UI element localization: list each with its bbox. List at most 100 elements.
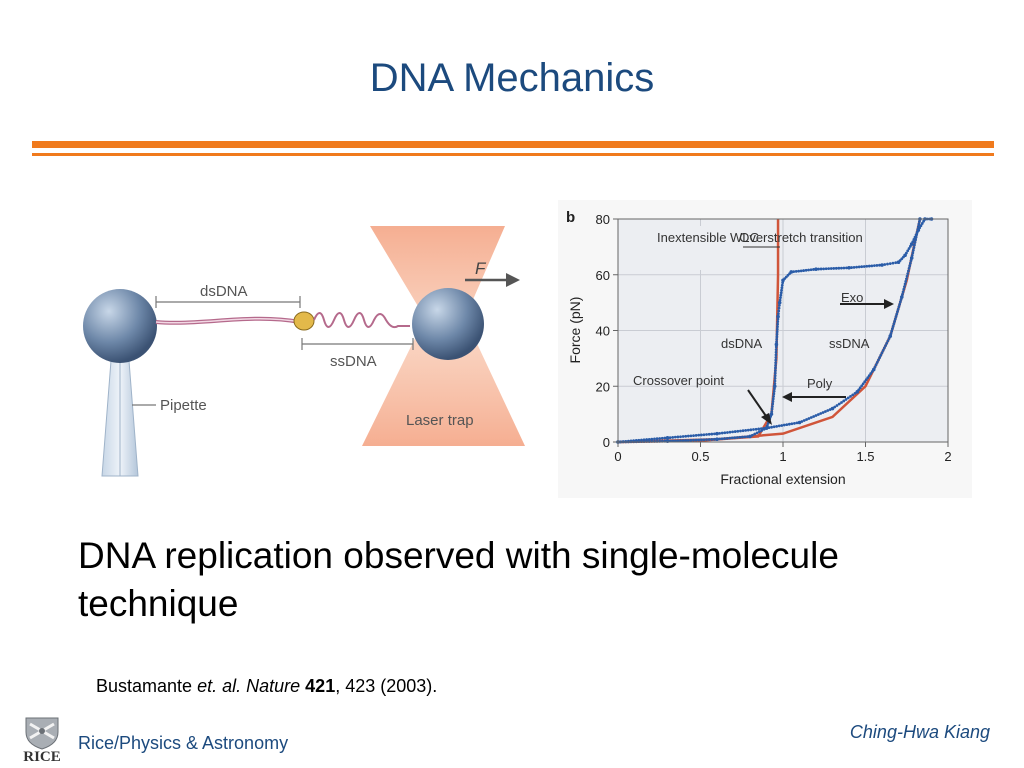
data-point xyxy=(777,424,781,428)
data-point xyxy=(776,325,779,329)
data-point xyxy=(875,360,879,364)
data-point xyxy=(903,282,907,286)
data-point xyxy=(728,436,732,440)
data-point xyxy=(730,436,734,440)
data-point xyxy=(746,435,749,439)
data-point xyxy=(802,269,806,272)
data-point xyxy=(890,329,894,333)
data-point xyxy=(907,269,910,273)
data-point xyxy=(776,322,779,326)
x-axis-label: Fractional extension xyxy=(720,471,845,487)
data-point xyxy=(676,439,680,443)
data-point xyxy=(645,438,649,441)
data-point xyxy=(829,267,833,270)
data-point xyxy=(865,264,869,268)
data-point xyxy=(744,429,748,432)
polymerase xyxy=(293,311,315,331)
data-point xyxy=(832,267,836,270)
data-point xyxy=(916,228,920,231)
data-point xyxy=(736,429,740,433)
data-point xyxy=(915,230,919,234)
data-point xyxy=(694,438,698,442)
data-point xyxy=(839,266,843,270)
citation-journal: Nature xyxy=(246,676,301,696)
data-point xyxy=(777,304,781,307)
data-point xyxy=(710,432,714,436)
rice-logo-text: RICE xyxy=(23,749,61,765)
data-point xyxy=(852,265,856,269)
data-point xyxy=(773,382,777,386)
data-point xyxy=(901,293,904,296)
data-point xyxy=(762,426,766,430)
data-point xyxy=(776,317,780,321)
annotation-exo: Exo xyxy=(841,290,863,305)
data-point xyxy=(686,438,690,442)
data-point xyxy=(900,257,904,261)
data-point xyxy=(893,317,897,321)
data-point xyxy=(731,430,735,434)
data-point xyxy=(712,432,716,436)
series-dots-3 xyxy=(616,217,922,444)
data-point xyxy=(844,398,848,401)
data-point xyxy=(795,421,799,425)
data-point xyxy=(725,436,729,440)
data-point xyxy=(780,288,783,292)
data-point xyxy=(770,405,774,408)
data-point xyxy=(705,438,708,442)
data-point xyxy=(684,439,688,442)
data-point xyxy=(774,350,778,354)
data-point xyxy=(712,437,716,441)
data-point xyxy=(817,267,820,271)
data-point xyxy=(720,437,724,441)
data-point xyxy=(782,423,786,427)
force-arrow-head xyxy=(506,273,520,287)
data-point xyxy=(807,268,810,272)
data-point xyxy=(882,346,886,350)
data-point xyxy=(697,433,701,437)
data-point xyxy=(878,263,881,267)
data-point xyxy=(718,431,722,435)
data-point-2-9 xyxy=(777,300,782,305)
laser-trap-label: Laser trap xyxy=(406,412,474,429)
data-point xyxy=(840,401,843,404)
data-point xyxy=(720,431,724,435)
data-point xyxy=(917,222,921,226)
data-point xyxy=(773,379,777,383)
data-point xyxy=(773,387,776,391)
data-point xyxy=(819,412,823,415)
data-point xyxy=(775,330,779,334)
data-point xyxy=(686,434,690,438)
data-point xyxy=(891,327,894,331)
data-point xyxy=(738,435,742,439)
slide-title: DNA Mechanics xyxy=(369,56,655,100)
slide-body-text: DNA replication observed with single-mol… xyxy=(78,535,839,624)
data-point-2-2 xyxy=(715,437,719,442)
exo-arrow-head xyxy=(884,299,894,309)
data-point xyxy=(772,394,775,398)
data-point xyxy=(723,431,727,435)
x-tick-label: 2 xyxy=(944,449,951,464)
data-point xyxy=(773,371,777,375)
data-point xyxy=(869,372,873,375)
data-point-2-8 xyxy=(776,314,780,319)
data-point xyxy=(650,437,654,441)
data-point xyxy=(779,296,782,300)
data-point xyxy=(907,267,911,270)
data-point-3-1 xyxy=(665,436,670,440)
data-point-2-7 xyxy=(774,342,779,347)
y-axis-label: Force (pN) xyxy=(567,297,583,364)
data-point xyxy=(812,268,815,271)
data-point xyxy=(758,430,761,434)
data-point-2-3 xyxy=(748,434,752,439)
data-point xyxy=(885,341,889,345)
data-point xyxy=(743,435,747,439)
data-point xyxy=(733,436,737,440)
data-point xyxy=(893,320,896,323)
data-point xyxy=(772,389,776,393)
data-point xyxy=(771,397,775,401)
data-point-3-2 xyxy=(715,431,719,436)
data-point xyxy=(879,353,883,357)
data-point xyxy=(904,280,908,283)
data-point xyxy=(771,402,775,406)
data-point-2-5 xyxy=(769,412,774,416)
